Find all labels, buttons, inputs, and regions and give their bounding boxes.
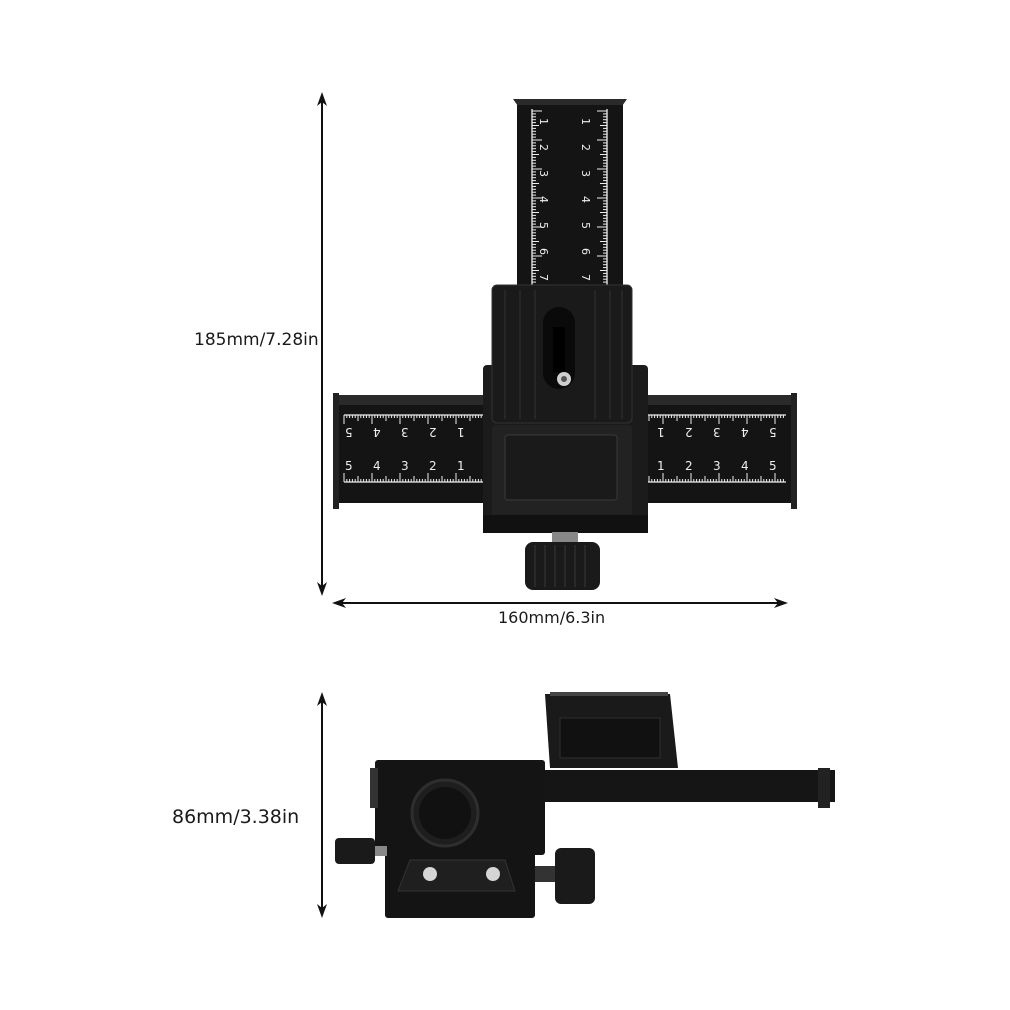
right-scale-top-5: 5 — [769, 425, 777, 439]
vertical-scale-left-5: 5 — [537, 222, 550, 229]
vertical-scale-right-1: 1 — [579, 118, 592, 125]
right-scale-top-1: 1 — [657, 425, 665, 439]
left-scale-bottom-5: 5 — [345, 459, 353, 473]
right-scale-top-4: 4 — [741, 425, 749, 439]
left-scale-top-1: 1 — [457, 425, 465, 439]
left-scale-top-2: 2 — [429, 425, 437, 439]
vertical-scale-left-3: 3 — [537, 170, 550, 177]
left-scale-bottom-3: 3 — [401, 459, 409, 473]
left-scale-bottom-2: 2 — [429, 459, 437, 473]
product-top-view-illustration — [333, 99, 797, 590]
vertical-scale-right-3: 3 — [579, 170, 592, 177]
left-rail-scale-top: 5 4 3 2 1 — [345, 425, 495, 441]
left-rail-scale-bottom: 5 4 3 2 1 — [345, 459, 495, 475]
macro-rail-side-view — [335, 692, 835, 918]
vertical-scale-left-2: 2 — [537, 144, 550, 151]
right-scale-top-3: 3 — [713, 425, 721, 439]
side-height-label: 86mm/3.38in — [172, 806, 300, 828]
vertical-scale-right-4: 4 — [579, 196, 592, 203]
side-height-dimension-arrow — [317, 692, 327, 918]
vertical-scale-right-5: 5 — [579, 222, 592, 229]
height-dimension-arrow — [317, 92, 327, 596]
vertical-scale-right-6: 6 — [579, 248, 592, 255]
height-label: 185mm/7.28in — [194, 330, 319, 350]
left-scale-bottom-1: 1 — [457, 459, 465, 473]
vertical-scale-left-1: 1 — [537, 118, 550, 125]
right-scale-bottom-4: 4 — [741, 459, 749, 473]
right-rail-scale-bottom: 1 2 3 4 5 — [657, 459, 807, 475]
right-scale-bottom-2: 2 — [685, 459, 693, 473]
left-scale-bottom-4: 4 — [373, 459, 381, 473]
right-rail-scale-top: 1 2 3 4 5 — [657, 425, 807, 441]
right-scale-bottom-1: 1 — [657, 459, 665, 473]
left-scale-top-3: 3 — [401, 425, 409, 439]
vertical-scale-right-2: 2 — [579, 144, 592, 151]
width-label: 160mm/6.3in — [498, 608, 606, 627]
vertical-scale-left-4: 4 — [537, 196, 550, 203]
right-scale-bottom-5: 5 — [769, 459, 777, 473]
vertical-scale-left-7: 7 — [537, 274, 550, 281]
right-scale-top-2: 2 — [685, 425, 693, 439]
vertical-scale-left-6: 6 — [537, 248, 550, 255]
left-scale-top-5: 5 — [345, 425, 353, 439]
right-scale-bottom-3: 3 — [713, 459, 721, 473]
left-scale-top-4: 4 — [373, 425, 381, 439]
macro-rail-top-view: 1 2 3 4 5 6 7 1 2 3 4 5 6 7 5 4 3 2 1 5 … — [330, 95, 800, 595]
width-dimension-arrow — [332, 598, 788, 608]
vertical-scale-right-7: 7 — [579, 274, 592, 281]
